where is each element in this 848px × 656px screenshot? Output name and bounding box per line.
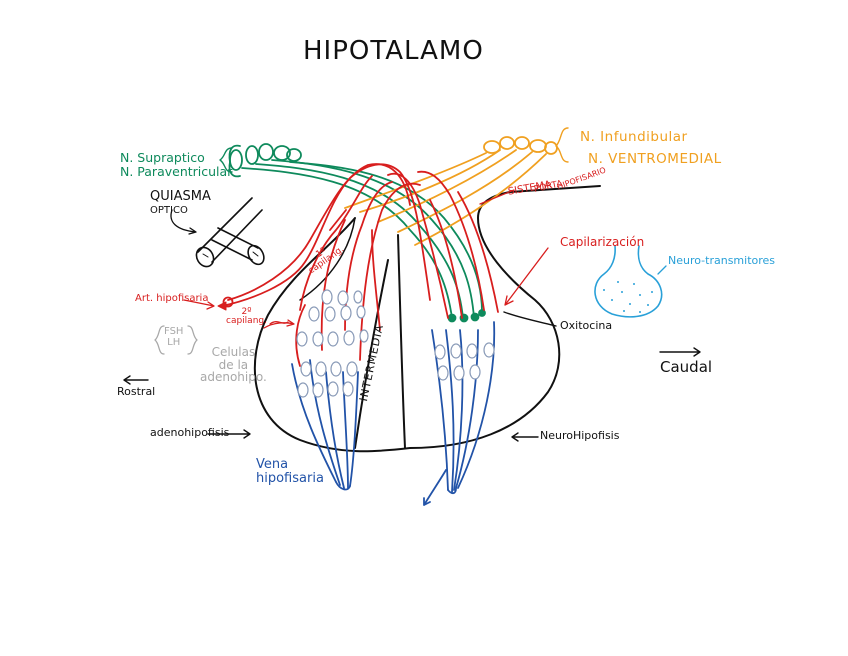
label-neurohypophysis: NeuroHipofisis [540,430,619,442]
vein-line-1: Vena [256,458,324,472]
diagram-title: HIPOTALAMO [303,38,484,65]
optic-chiasm [193,198,267,270]
label-paraventricular: N. Paraventricular [120,165,232,178]
neurotransmitter-vesicle [595,246,662,317]
label-adeno-cells: Celulas de la adenohipo. [200,346,267,384]
label-capillarization: Capilarización [560,236,644,249]
label-neurotransmitters: Neuro-transmitores [668,255,775,267]
label-chiasm-1: QUIASMA [150,190,211,204]
second-capillary-text: capilang. [226,317,267,326]
label-chiasm-2: OPTICO [150,206,188,217]
label-infundibular: N. Infundibular [580,130,688,144]
vein-line-2: hipofisaria [256,472,324,486]
label-supraoptic: N. Supraptico [120,151,205,164]
label-second-capillary: 2º capilang. [226,308,267,327]
label-rostral: Rostral [117,386,155,398]
label-hormones: FSH LH [164,327,183,348]
label-vein: Vena hipofisaria [256,458,324,485]
adeno-cells-1: Celulas [200,346,267,359]
hormone-fsh: FSH [164,327,183,338]
hormone-lh: LH [164,338,183,349]
intermediate-band-right [398,235,405,448]
adeno-cells-3: adenohipo. [200,371,267,384]
label-artery: Art. hipofisaria [135,294,208,305]
label-ventromedial: N. VENTROMEDIAL [588,152,722,166]
label-oxytocin: Oxitocina [560,320,612,332]
neuro-arrow [658,266,666,274]
label-caudal: Caudal [660,360,712,376]
label-adenohypophysis: adenohipofisis [150,427,229,439]
pituitary-outline [255,186,600,451]
